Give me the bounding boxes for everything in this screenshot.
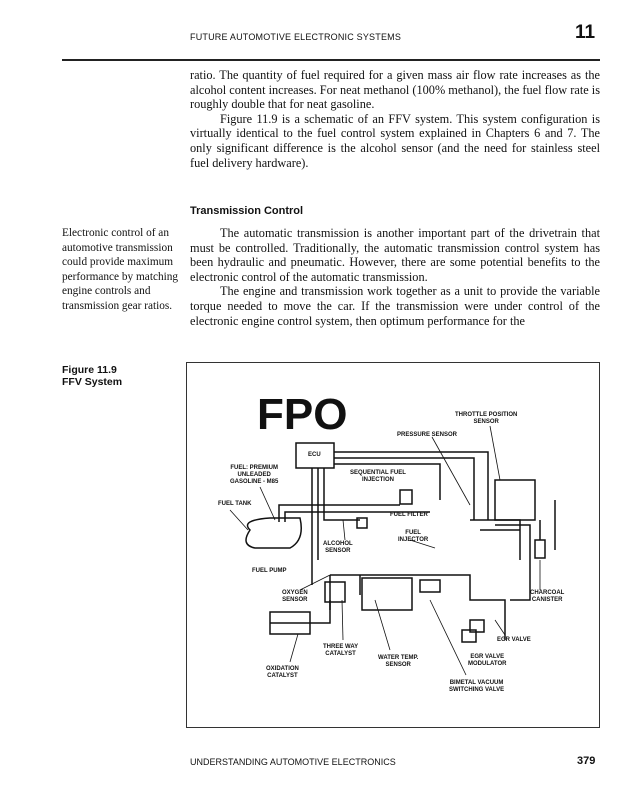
running-header: FUTURE AUTOMOTIVE ELECTRONIC SYSTEMS [190, 32, 402, 42]
three-way-catalyst [324, 581, 346, 603]
fuel-tank [245, 517, 302, 549]
figure-number: Figure 11.9 [62, 364, 117, 376]
page-number: 379 [577, 755, 596, 767]
label-pressure-sensor: PRESSURE SENSOR [397, 432, 458, 438]
body-text-top: ratio. The quantity of fuel required for… [190, 68, 600, 170]
label-charcoal-canister: CHARCOAL CANISTER [530, 590, 565, 603]
label-sequential-fuel-injection: SEQUENTIAL FUEL INJECTION [350, 470, 406, 483]
label-bimetal-vacuum-switching-valve: BIMETAL VACUUM SWITCHING VALVE [449, 680, 505, 693]
fuel-filter [399, 489, 413, 505]
section-heading: Transmission Control [190, 205, 304, 217]
label-alcohol-sensor: ALCOHOL SENSOR [323, 541, 353, 554]
margin-note: Electronic control of an automotive tran… [62, 227, 179, 312]
ecu-box [295, 442, 335, 469]
throttle-body [494, 479, 536, 521]
label-three-way-catalyst: THREE WAY CATALYST [323, 644, 359, 657]
label-ecu: ECU [308, 452, 321, 458]
figure-caption: Figure 11.9 FFV System [62, 364, 122, 388]
figure-title: FFV System [62, 376, 123, 388]
body-text-bottom: The automatic transmission is another im… [190, 226, 600, 328]
label-oxidation-catalyst: OXIDATION CATALYST [266, 666, 299, 679]
label-fuel-tank: FUEL TANK [218, 501, 252, 507]
label-throttle-position-sensor: THROTTLE POSITION SENSOR [455, 412, 518, 425]
label-fuel-filter: FUEL FILTER [390, 512, 428, 518]
paragraph: The engine and transmission work togethe… [190, 284, 600, 328]
footer-book-title: UNDERSTANDING AUTOMOTIVE ELECTRONICS [190, 757, 396, 767]
charcoal-canister [534, 539, 546, 559]
figure-frame [186, 362, 600, 728]
label-water-temp-sensor: WATER TEMP. SENSOR [378, 655, 419, 668]
label-fuel-type: FUEL: PREMIUM UNLEADED GASOLINE - M85 [230, 465, 279, 485]
paragraph: ratio. The quantity of fuel required for… [190, 68, 600, 112]
label-fuel-injector: FUEL INJECTOR [398, 530, 429, 543]
paragraph: Figure 11.9 is a schematic of an FFV sys… [190, 111, 600, 170]
paragraph: The automatic transmission is another im… [190, 226, 600, 284]
fpo-placeholder: FPO [257, 390, 348, 439]
chapter-number: 11 [575, 22, 596, 43]
header-rule [62, 59, 600, 61]
label-oxygen-sensor: OXYGEN SENSOR [282, 590, 308, 603]
label-egr-valve: EGR VALVE [497, 637, 531, 643]
label-fuel-pump: FUEL PUMP [252, 568, 287, 574]
label-egr-valve-modulator: EGR VALVE MODULATOR [468, 654, 507, 667]
alcohol-sensor [356, 517, 368, 529]
